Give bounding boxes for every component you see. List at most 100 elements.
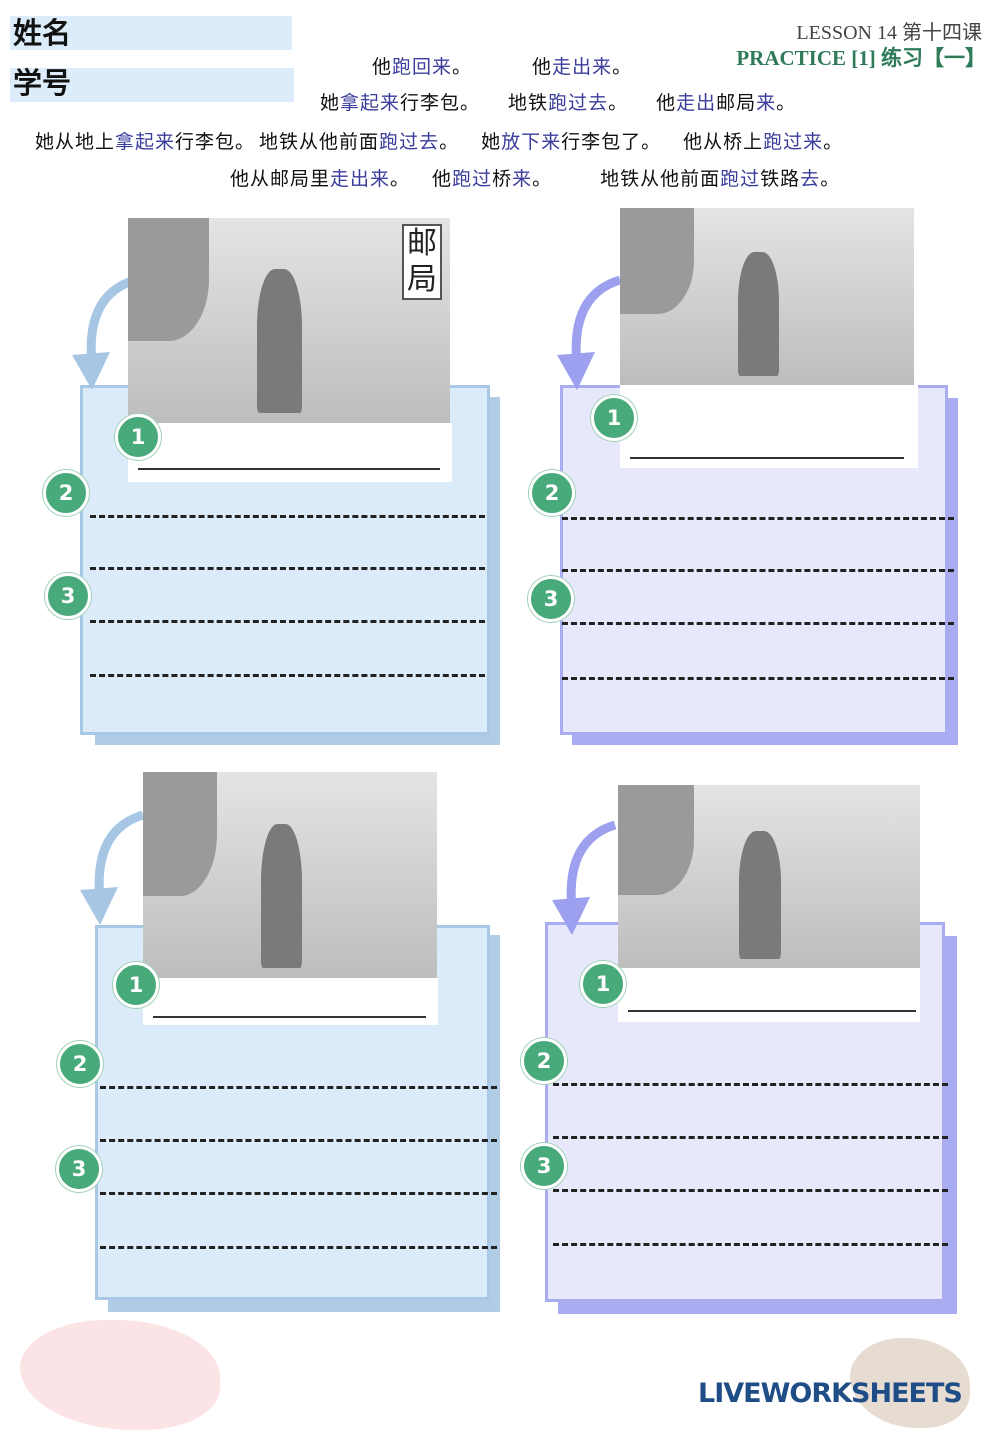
word-bank-phrase: 地铁从他前面跑过去。 xyxy=(259,131,459,153)
answer-line-dashed[interactable] xyxy=(562,622,954,625)
answer-line-dashed[interactable] xyxy=(90,620,485,623)
name-label: 姓名 xyxy=(13,16,72,50)
phrase-text: 。 xyxy=(532,168,553,190)
practice-title: PRACTICE [1] 练习【一】 xyxy=(736,46,986,70)
answer-line-dashed[interactable] xyxy=(553,1083,948,1086)
word-bank-phrase: 他跑过桥来。 xyxy=(432,168,552,190)
phrase-text: 。 xyxy=(608,92,629,114)
number-badge-1: 1 xyxy=(580,961,626,1007)
phrase-text: 他 xyxy=(656,92,677,114)
phrase-text: 他 xyxy=(532,56,553,78)
direction-complement: 跑过去 xyxy=(379,131,440,153)
phrase-text: 行李包。 xyxy=(175,131,256,153)
tree-shape xyxy=(143,772,217,896)
tree-shape xyxy=(128,218,209,341)
number-badge-1: 1 xyxy=(115,414,161,460)
answer-line-1[interactable] xyxy=(628,1010,916,1012)
post-office-sign: 邮局 xyxy=(402,224,442,300)
student-id-field[interactable] xyxy=(10,68,294,102)
direction-complement: 来 xyxy=(756,92,777,114)
number-badge-3: 3 xyxy=(528,576,574,622)
word-bank-row: 他跑回来。他走出来。 xyxy=(372,52,632,79)
name-field[interactable] xyxy=(10,16,292,50)
caption-area xyxy=(128,423,452,482)
answer-line-dashed[interactable] xyxy=(100,1139,497,1142)
phrase-text: 桥 xyxy=(492,168,513,190)
word-bank-phrase: 他从桥上跑过来。 xyxy=(683,131,843,153)
curved-arrow-icon xyxy=(552,820,617,935)
direction-complement: 来 xyxy=(512,168,533,190)
direction-complement: 去 xyxy=(800,168,821,190)
scene-illustration-2 xyxy=(620,208,914,385)
word-bank-phrase: 他跑回来。 xyxy=(372,56,472,78)
figure-shape xyxy=(260,823,302,968)
number-badge-1: 1 xyxy=(113,962,159,1008)
direction-complement: 跑过来 xyxy=(763,131,824,153)
curved-arrow-icon xyxy=(80,810,145,925)
answer-line-dashed[interactable] xyxy=(100,1086,497,1089)
answer-line-1[interactable] xyxy=(138,468,440,470)
answer-line-dashed[interactable] xyxy=(100,1246,497,1249)
word-bank-phrase: 她从地上拿起来行李包。 xyxy=(35,131,255,153)
liveworksheets-logo: LIVEWORKSHEETS xyxy=(698,1378,963,1409)
word-bank-phrase: 他从邮局里走出来。 xyxy=(230,168,410,190)
word-bank-phrase: 地铁从他前面跑过铁路去。 xyxy=(600,168,840,190)
word-bank-row: 他从邮局里走出来。他跑过桥来。地铁从他前面跑过铁路去。 xyxy=(230,164,840,191)
scene-illustration-3 xyxy=(143,772,437,978)
lesson-title: LESSON 14 第十四课 xyxy=(796,22,982,44)
answer-line-dashed[interactable] xyxy=(553,1243,948,1246)
answer-line-dashed[interactable] xyxy=(562,517,954,520)
word-bank-row: 她拿起来行李包。地铁跑过去。他走出邮局来。 xyxy=(320,88,796,115)
phrase-text: 行李包。 xyxy=(400,92,481,114)
phrase-text: 地铁从他前面 xyxy=(600,168,721,190)
answer-line-dashed[interactable] xyxy=(100,1192,497,1195)
answer-line-dashed[interactable] xyxy=(562,569,954,572)
word-bank-phrase: 她放下来行李包了。 xyxy=(481,131,661,153)
curved-arrow-icon xyxy=(72,275,137,390)
scene-illustration-4 xyxy=(618,785,920,968)
phrase-text: 行李包了。 xyxy=(561,131,662,153)
student-id-label: 学号 xyxy=(13,66,72,100)
phrase-text: 她从地上 xyxy=(35,131,116,153)
direction-complement: 拿起来 xyxy=(340,92,401,114)
answer-line-1[interactable] xyxy=(630,457,904,459)
phrase-text: 。 xyxy=(776,92,797,114)
answer-line-1[interactable] xyxy=(153,1016,426,1018)
answer-line-dashed[interactable] xyxy=(90,567,485,570)
phrase-text: 她 xyxy=(320,92,341,114)
tree-shape xyxy=(620,208,694,315)
number-badge-3: 3 xyxy=(521,1143,567,1189)
figure-shape xyxy=(738,830,782,959)
direction-complement: 跑过 xyxy=(720,168,761,190)
phrase-text: 。 xyxy=(439,131,460,153)
phrase-text: 他 xyxy=(432,168,453,190)
answer-line-dashed[interactable] xyxy=(90,515,485,518)
answer-line-dashed[interactable] xyxy=(562,677,954,680)
scene-illustration-1: 邮局 xyxy=(128,218,450,423)
phrase-text: 他从邮局里 xyxy=(230,168,331,190)
phrase-text: 。 xyxy=(823,131,844,153)
number-badge-1: 1 xyxy=(591,395,637,441)
phrase-text: 。 xyxy=(390,168,411,190)
phrase-text: 。 xyxy=(612,56,633,78)
number-badge-2: 2 xyxy=(521,1038,567,1084)
answer-line-dashed[interactable] xyxy=(553,1136,948,1139)
answer-line-dashed[interactable] xyxy=(553,1189,948,1192)
phrase-text: 铁路 xyxy=(760,168,801,190)
phrase-text: 她 xyxy=(481,131,502,153)
direction-complement: 走出来 xyxy=(330,168,391,190)
tree-shape xyxy=(618,785,694,895)
phrase-text: 他 xyxy=(372,56,393,78)
decorative-shape xyxy=(20,1320,220,1430)
direction-complement: 跑过 xyxy=(452,168,493,190)
word-bank-phrase: 他走出来。 xyxy=(532,56,632,78)
phrase-text: 地铁 xyxy=(508,92,549,114)
phrase-text: 。 xyxy=(820,168,841,190)
number-badge-3: 3 xyxy=(45,573,91,619)
direction-complement: 跑回来 xyxy=(392,56,453,78)
word-bank-row: 她从地上拿起来行李包。地铁从他前面跑过去。她放下来行李包了。他从桥上跑过来。 xyxy=(35,127,843,154)
direction-complement: 拿起来 xyxy=(115,131,176,153)
decorative-shape xyxy=(850,1338,970,1428)
answer-line-dashed[interactable] xyxy=(90,674,485,677)
figure-shape xyxy=(737,252,779,377)
